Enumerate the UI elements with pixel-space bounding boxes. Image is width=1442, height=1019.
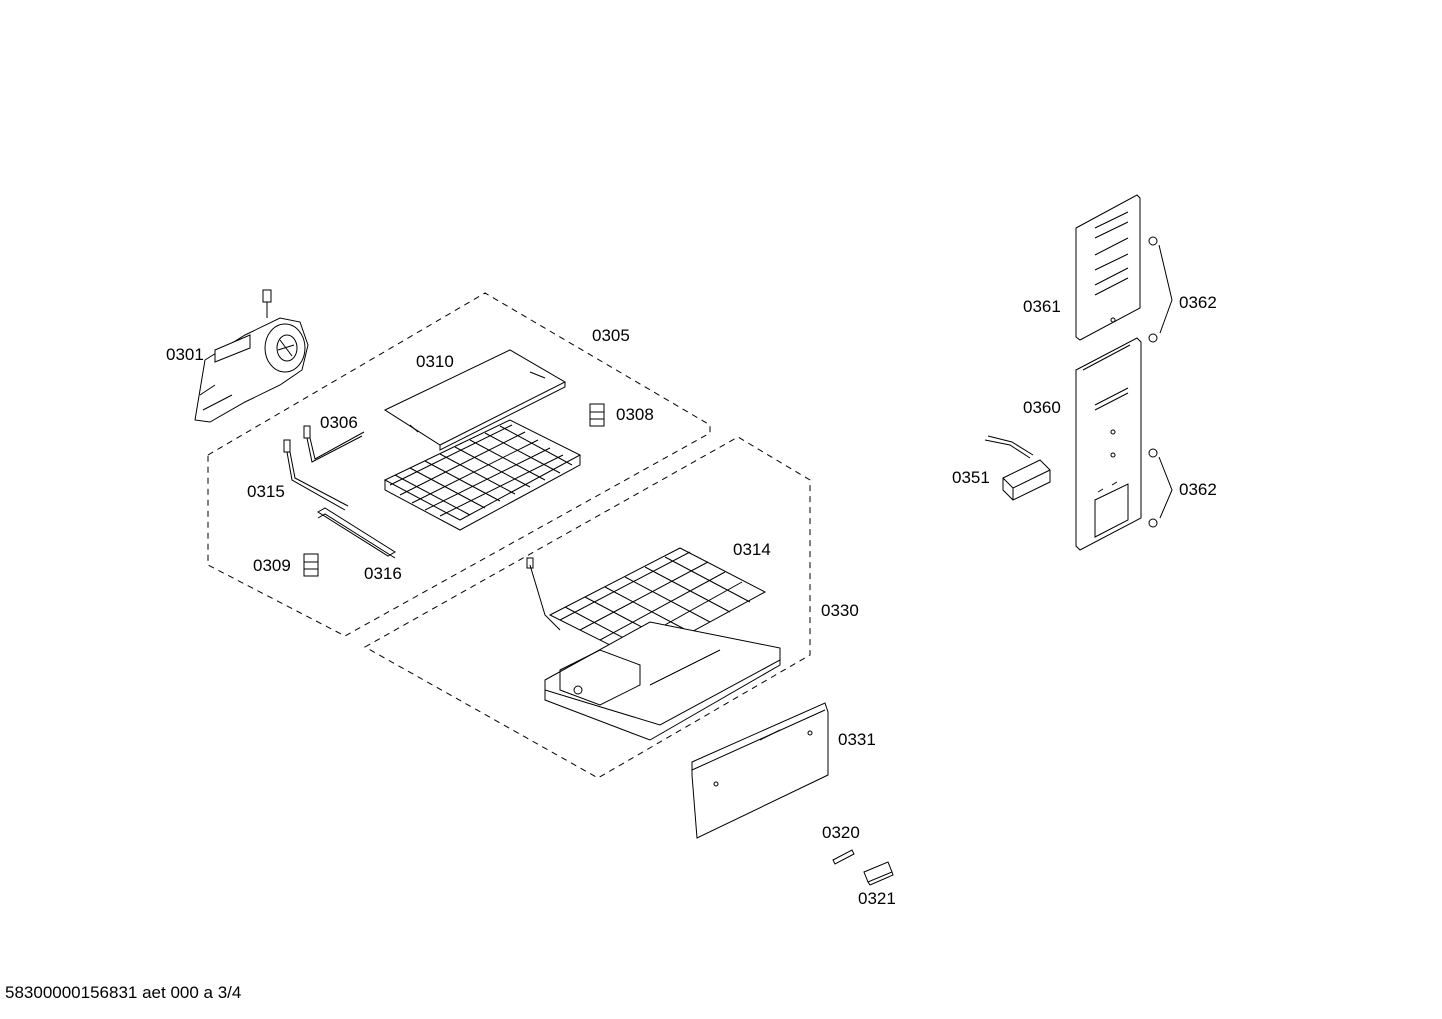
panel-0361	[1075, 194, 1141, 341]
label-0315: 0315	[247, 482, 285, 501]
cover-plate-0310	[383, 349, 567, 451]
drain-tray-0330	[544, 621, 781, 741]
label-0314: 0314	[733, 540, 771, 559]
label-0310: 0310	[416, 352, 454, 371]
group-0305-outline	[207, 292, 711, 637]
panel-0360	[1075, 337, 1142, 551]
label-0360: 0360	[1023, 398, 1061, 417]
label-0331: 0331	[838, 730, 876, 749]
group-0330-outline	[363, 436, 811, 779]
label-0330: 0330	[821, 601, 859, 620]
label-0361: 0361	[1023, 297, 1061, 316]
label-0362-bottom: 0362	[1179, 480, 1217, 499]
switch-0351	[984, 435, 1051, 501]
screw-set-0362-top	[1148, 236, 1173, 343]
label-0301: 0301	[166, 345, 204, 364]
document-footer-id: 58300000156831 aet 000 a 3/4	[5, 983, 242, 1002]
clip-0309	[303, 553, 319, 577]
bracket-0316	[317, 507, 396, 559]
evaporator-coil	[383, 419, 582, 531]
label-0308: 0308	[616, 405, 654, 424]
cap-0321	[863, 861, 894, 886]
screw-set-0362-bottom	[1148, 448, 1173, 528]
connector-0320	[832, 849, 855, 865]
label-0306: 0306	[320, 413, 358, 432]
clip-0308	[589, 403, 605, 427]
heater-grid-0314	[526, 547, 767, 661]
label-0362-top: 0362	[1179, 293, 1217, 312]
label-0351: 0351	[952, 468, 990, 487]
label-0305: 0305	[592, 326, 630, 345]
label-0320: 0320	[822, 823, 860, 842]
cover-0331	[691, 702, 829, 839]
sensor-0306	[303, 425, 365, 463]
label-0321: 0321	[858, 889, 896, 908]
label-0316: 0316	[364, 564, 402, 583]
heater-0315	[283, 439, 349, 511]
fan-motor-0301	[194, 289, 309, 423]
label-0309: 0309	[253, 556, 291, 575]
